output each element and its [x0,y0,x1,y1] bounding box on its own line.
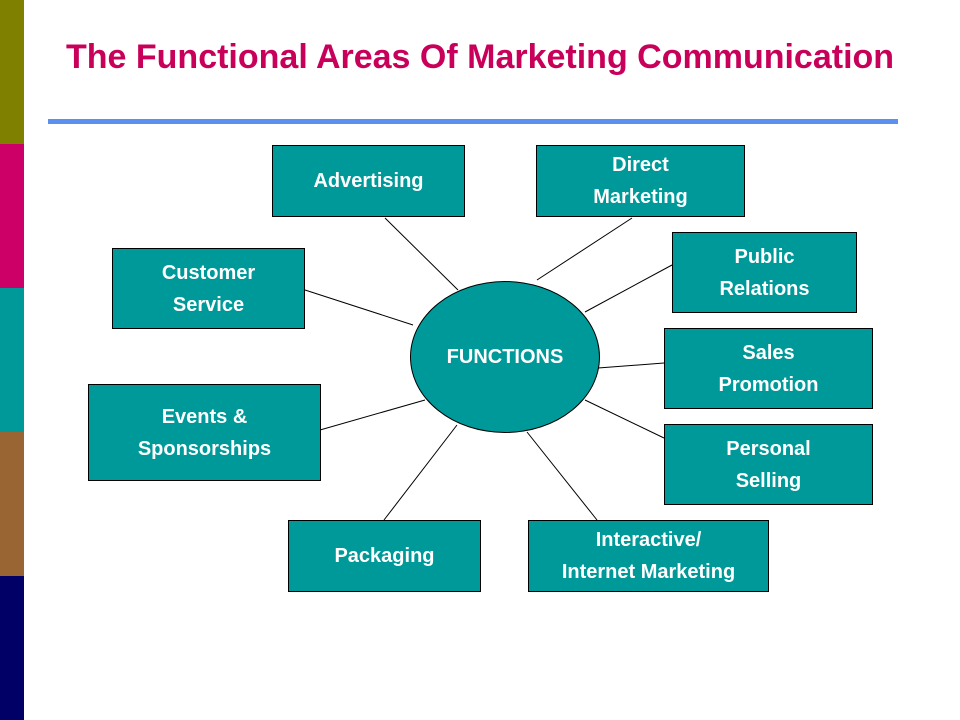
functions-hub: FUNCTIONS [410,281,600,433]
side-band-teal [0,288,24,432]
connector-events-sponsorships [319,399,426,431]
side-band-navy [0,576,24,720]
side-band-brown [0,432,24,576]
node-events-sponsorships: Events & Sponsorships [88,384,321,481]
node-direct-marketing: Direct Marketing [536,145,745,217]
node-packaging: Packaging [288,520,481,592]
node-interactive-internet-marketing: Interactive/ Internet Marketing [528,520,769,592]
node-sales-promotion: Sales Promotion [664,328,873,409]
title-underline [48,119,898,124]
node-advertising: Advertising [272,145,465,217]
connector-advertising [384,217,459,291]
connector-sales-promotion [597,362,665,369]
side-band-olive [0,0,24,144]
connector-interactive-internet [526,431,598,521]
node-personal-selling: Personal Selling [664,424,873,505]
node-public-relations: Public Relations [672,232,857,313]
connector-packaging [383,424,458,521]
connector-direct-marketing [536,217,633,281]
connector-personal-selling [584,399,665,439]
connector-customer-service [304,289,414,326]
slide-title: The Functional Areas Of Marketing Commun… [66,38,895,76]
connector-public-relations [584,264,673,313]
side-band-magenta [0,144,24,288]
node-customer-service: Customer Service [112,248,305,329]
